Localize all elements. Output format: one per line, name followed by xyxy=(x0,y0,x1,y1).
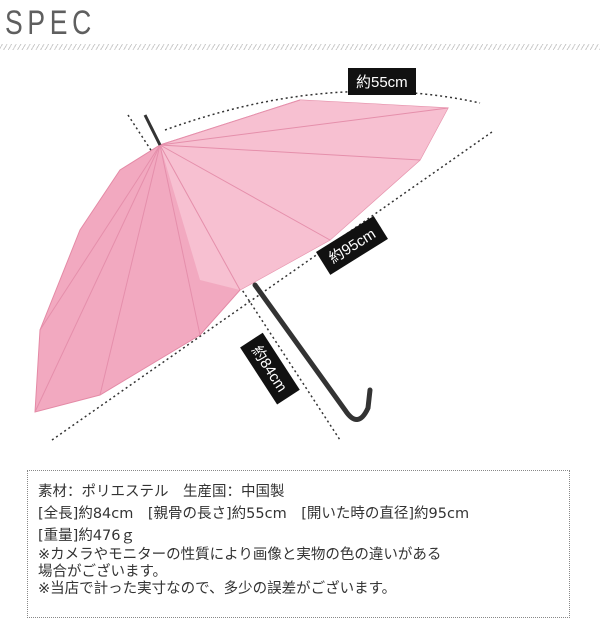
spec-sizes: [全長]約84cm [親骨の長さ]約55cm [開いた時の直径]約95cm xyxy=(38,506,470,522)
rib-length-label: 約55cm xyxy=(348,68,416,95)
umbrella-tip xyxy=(143,114,162,146)
umbrella-handle xyxy=(252,282,373,422)
spec-note-color-cont: 場合がございます。 xyxy=(38,564,168,580)
spec-material: 素材：ポリエステル 生産国：中国製 xyxy=(38,484,285,500)
spec-note-color: ※カメラやモニターの性質により画像と実物の色の違いがある xyxy=(38,547,442,563)
section-title: SPEC xyxy=(5,4,96,42)
canopy-highlight xyxy=(160,100,448,290)
umbrella-illustration xyxy=(34,90,493,441)
spec-weight: [重量]約476ｇ xyxy=(38,528,135,544)
title-divider xyxy=(0,44,600,50)
rib-length-line xyxy=(164,90,481,131)
spec-note-measure: ※当店で計った実寸なので、多少の誤差がございます。 xyxy=(38,581,397,597)
spec-box: 素材：ポリエステル 生産国：中国製 [全長]約84cm [親骨の長さ]約55cm… xyxy=(27,470,570,618)
